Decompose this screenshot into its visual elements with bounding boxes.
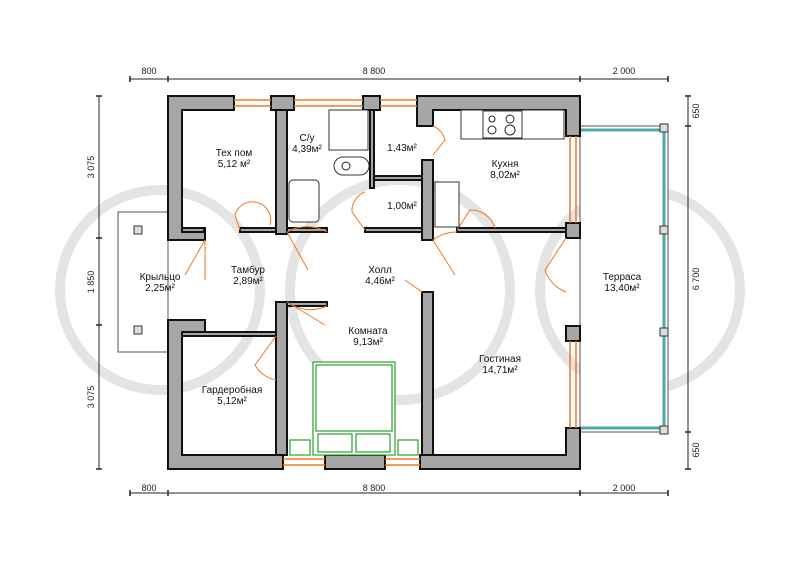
door-swings xyxy=(184,125,567,381)
fixtures xyxy=(288,109,565,228)
room-name: Кухня xyxy=(491,159,519,170)
room-area: 5,12м² xyxy=(217,396,247,407)
porch xyxy=(117,211,169,353)
room-area: 2,25м² xyxy=(145,283,175,294)
terrace xyxy=(133,123,669,435)
room-name: Тех пом xyxy=(215,148,253,159)
dim-top-porch: 800 xyxy=(141,66,157,76)
dim-top-terrace: 2 000 xyxy=(612,66,636,76)
room-name: Холл xyxy=(368,265,392,276)
dim-right-2: 6 700 xyxy=(691,267,701,291)
dim-bottom-terrace: 2 000 xyxy=(612,483,636,493)
room-area: 8,02м² xyxy=(490,170,520,181)
dim-right-1: 650 xyxy=(691,103,701,119)
dim-top-house: 8 800 xyxy=(362,66,386,76)
room-name: Гардеробная xyxy=(201,385,263,396)
room-area: 1,00м² xyxy=(387,201,417,212)
dim-left-3: 3 075 xyxy=(86,385,96,409)
room-area: 13,40м² xyxy=(604,283,640,294)
windows xyxy=(234,99,577,466)
dim-left-1: 3 075 xyxy=(86,155,96,179)
dim-bottom-porch: 800 xyxy=(141,483,157,493)
room-area: 4,39м² xyxy=(292,144,322,155)
room-area: 5,12 м² xyxy=(217,159,251,170)
dim-right-3: 650 xyxy=(691,442,701,458)
dimension-lines xyxy=(96,76,691,496)
dim-left-2: 1 850 xyxy=(86,270,96,294)
room-area: 2,89м² xyxy=(233,276,263,287)
room-name: Терраса xyxy=(602,272,642,283)
room-storage-2: 1,00м² xyxy=(387,201,417,212)
room-name: Тамбур xyxy=(231,265,265,276)
room-area: 1,43м² xyxy=(387,143,417,154)
room-name: С/у xyxy=(299,133,315,144)
room-area: 14,71м² xyxy=(482,365,518,376)
room-name: Комната xyxy=(348,326,388,337)
room-area: 9,13м² xyxy=(353,337,383,348)
room-area: 4,46м² xyxy=(365,276,395,287)
room-storage-1: 1,43м² xyxy=(387,143,417,154)
room-name: Крыльцо xyxy=(139,272,181,283)
bed xyxy=(289,361,419,456)
dim-bottom-house: 8 800 xyxy=(362,483,386,493)
room-name: Гостиная xyxy=(479,354,521,365)
